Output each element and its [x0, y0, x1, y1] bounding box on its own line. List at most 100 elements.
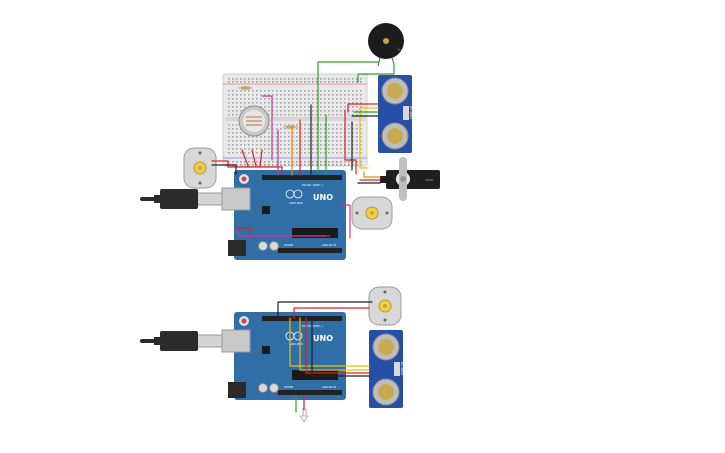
- breadboard-hole: [360, 81, 362, 83]
- breadboard-hole: [268, 90, 270, 92]
- breadboard-hole: [300, 94, 302, 96]
- breadboard-hole: [360, 98, 362, 100]
- breadboard-hole: [260, 81, 262, 83]
- breadboard-hole: [284, 144, 286, 146]
- breadboard-hole: [352, 144, 354, 146]
- breadboard-hole: [228, 140, 230, 142]
- breadboard-hole: [268, 114, 270, 116]
- breadboard-hole: [324, 114, 326, 116]
- usb-cable-2[interactable]: [140, 331, 223, 351]
- breadboard-hole: [332, 161, 334, 163]
- breadboard-hole: [312, 94, 314, 96]
- breadboard-holes: [228, 78, 362, 166]
- breadboard-hole: [360, 78, 362, 80]
- led-icon[interactable]: [299, 408, 309, 423]
- breadboard-hole: [312, 110, 314, 112]
- breadboard-hole: [288, 81, 290, 83]
- servo-motor-icon[interactable]: SG90: [380, 157, 440, 201]
- breadboard-hole: [328, 78, 330, 80]
- breadboard-hole: [356, 94, 358, 96]
- ultrasonic-sensor-2[interactable]: HC-SR04: [369, 330, 404, 408]
- breadboard-hole: [304, 164, 306, 166]
- breadboard-hole: [292, 148, 294, 150]
- breadboard-hole: [260, 140, 262, 142]
- breadboard-hole: [336, 132, 338, 134]
- dc-motor-1[interactable]: [183, 147, 217, 189]
- breadboard-hole: [348, 106, 350, 108]
- breadboard-hole: [288, 98, 290, 100]
- breadboard-hole: [284, 98, 286, 100]
- breadboard-hole: [300, 81, 302, 83]
- breadboard-hole: [296, 114, 298, 116]
- breadboard-hole: [240, 132, 242, 134]
- breadboard-hole: [252, 164, 254, 166]
- breadboard-hole: [276, 152, 278, 154]
- breadboard-hole: [276, 132, 278, 134]
- board2-analog: ANALOG IN: [322, 385, 336, 389]
- breadboard-hole: [260, 136, 262, 138]
- breadboard-hole: [296, 102, 298, 104]
- breadboard-hole: [344, 106, 346, 108]
- breadboard-hole: [248, 161, 250, 163]
- breadboard-hole: [272, 124, 274, 126]
- breadboard[interactable]: [222, 73, 368, 167]
- breadboard-hole: [312, 132, 314, 134]
- breadboard-hole: [352, 81, 354, 83]
- breadboard-hole: [340, 161, 342, 163]
- breadboard-hole: [360, 110, 362, 112]
- breadboard-hole: [244, 81, 246, 83]
- breadboard-hole: [264, 140, 266, 142]
- breadboard-hole: [308, 144, 310, 146]
- piezo-buzzer-icon[interactable]: +: [368, 23, 404, 59]
- breadboard-hole: [288, 106, 290, 108]
- ultrasonic-sensor-1[interactable]: HC-SR04: [378, 75, 413, 153]
- breadboard-hole: [340, 102, 342, 104]
- breadboard-hole: [248, 78, 250, 80]
- breadboard-hole: [272, 81, 274, 83]
- breadboard-hole: [352, 152, 354, 154]
- breadboard-hole: [312, 161, 314, 163]
- dc-motor-2[interactable]: [351, 196, 393, 230]
- breadboard-hole: [240, 164, 242, 166]
- breadboard-hole: [232, 78, 234, 80]
- breadboard-hole: [264, 132, 266, 134]
- breadboard-hole: [356, 128, 358, 130]
- photoresistor-icon[interactable]: [238, 105, 270, 137]
- arduino-uno-2[interactable]: UNO ARDUINO DIGITAL (PWM~) ANALOG IN POW…: [221, 312, 346, 400]
- breadboard-hole: [324, 148, 326, 150]
- breadboard-hole: [264, 164, 266, 166]
- arduino-uno-1[interactable]: UNO ARDUINO DIGITAL (PWM~) ANALOG IN POW…: [221, 170, 346, 260]
- breadboard-hole: [264, 102, 266, 104]
- breadboard-hole: [284, 136, 286, 138]
- breadboard-hole: [244, 94, 246, 96]
- breadboard-hole: [300, 148, 302, 150]
- breadboard-hole: [236, 152, 238, 154]
- usb-cable-1[interactable]: [140, 189, 223, 209]
- breadboard-hole: [252, 144, 254, 146]
- breadboard-hole: [312, 128, 314, 130]
- dc-motor-3[interactable]: [368, 286, 402, 326]
- breadboard-hole: [248, 94, 250, 96]
- resistor-2-icon[interactable]: [283, 125, 298, 129]
- breadboard-hole: [280, 110, 282, 112]
- breadboard-hole: [360, 140, 362, 142]
- breadboard-hole: [328, 140, 330, 142]
- breadboard-hole: [256, 144, 258, 146]
- breadboard-hole: [360, 148, 362, 150]
- breadboard-hole: [320, 152, 322, 154]
- breadboard-hole: [252, 148, 254, 150]
- breadboard-hole: [324, 152, 326, 154]
- breadboard-hole: [240, 102, 242, 104]
- breadboard-hole: [240, 161, 242, 163]
- breadboard-hole: [356, 152, 358, 154]
- breadboard-hole: [272, 110, 274, 112]
- resistor-icon[interactable]: [238, 86, 253, 90]
- breadboard-hole: [292, 81, 294, 83]
- breadboard-hole: [348, 148, 350, 150]
- breadboard-hole: [284, 152, 286, 154]
- breadboard-hole: [288, 132, 290, 134]
- breadboard-hole: [232, 98, 234, 100]
- breadboard-hole: [252, 90, 254, 92]
- breadboard-hole: [260, 78, 262, 80]
- breadboard-hole: [288, 136, 290, 138]
